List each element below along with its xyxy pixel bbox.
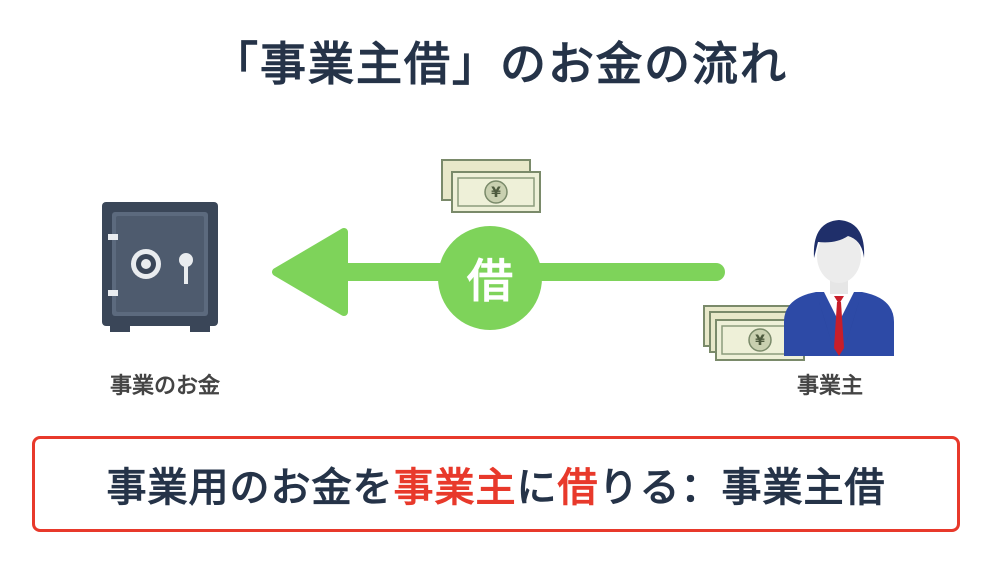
svg-text:¥: ¥ — [755, 333, 765, 349]
yen-bills-icon: ¥ — [702, 304, 808, 368]
page-title: 「事業主借」のお金の流れ — [212, 37, 788, 91]
summary-text-3: りる：事業主借 — [598, 465, 886, 511]
yen-bills-icon: ¥ — [440, 158, 544, 220]
owner-label: 事業主 — [796, 374, 863, 399]
svg-text:¥: ¥ — [491, 185, 501, 201]
safe-icon — [102, 202, 218, 336]
summary-text-1: 事業用のお金を — [106, 465, 394, 511]
safe-label: 事業のお金 — [109, 374, 220, 399]
borrow-badge: 借 — [438, 226, 542, 330]
summary-highlight-owner: 事業主 — [393, 465, 517, 511]
business-owner-icon — [776, 210, 902, 360]
summary-text-2: に — [516, 465, 558, 511]
summary-box: 事業用のお金を事業主に借りる：事業主借 — [32, 436, 960, 532]
summary-highlight-borrow: 借 — [557, 465, 599, 511]
